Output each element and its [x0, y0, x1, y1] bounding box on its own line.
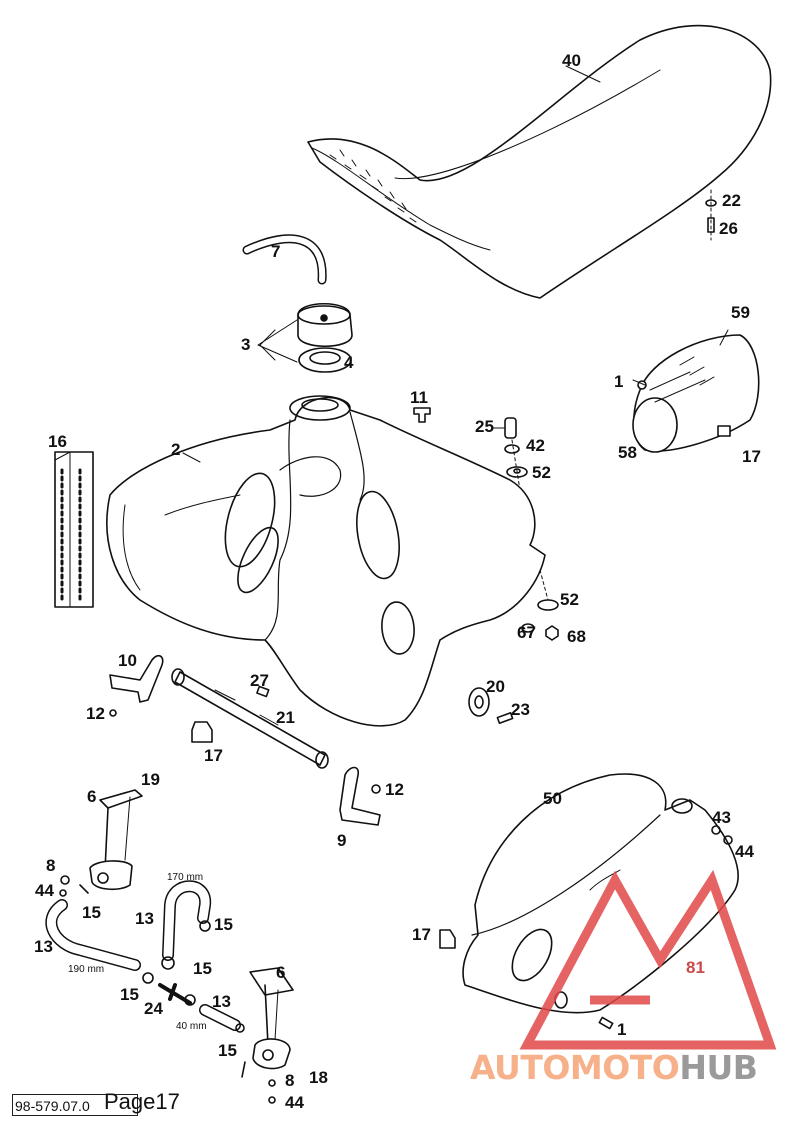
label-part-9: 9 [337, 831, 347, 850]
dimension-40mm: 40 mm [176, 1021, 207, 1032]
label-part-44c: 44 [285, 1093, 304, 1112]
label-part-24: 24 [144, 999, 163, 1018]
label-part-6b: 6 [276, 963, 286, 982]
label-part-52a: 52 [532, 463, 551, 482]
label-part-44a: 44 [735, 842, 754, 861]
label-part-23: 23 [511, 700, 530, 719]
label-part-13a: 13 [135, 909, 154, 928]
label-part-43: 43 [712, 808, 731, 827]
label-part-58: 58 [618, 443, 637, 462]
label-part-67: 67 [517, 623, 536, 642]
label-part-10: 10 [118, 651, 137, 670]
label-part-15c: 15 [193, 959, 212, 978]
label-part-8a: 8 [46, 856, 56, 875]
label-part-81: 81 [686, 958, 705, 977]
label-part-7: 7 [271, 242, 281, 261]
label-part-1b: 1 [617, 1020, 627, 1039]
fuel-tank-part [106, 395, 546, 727]
label-part-26: 26 [719, 219, 738, 238]
dimension-190mm: 190 mm [68, 964, 105, 975]
label-part-18: 18 [309, 1068, 328, 1087]
watermark-text-part1: AUTOMOTO [470, 1048, 680, 1087]
label-part-13b: 13 [34, 937, 53, 956]
label-part-50: 50 [543, 789, 562, 808]
label-part-3: 3 [241, 335, 251, 354]
label-part-13c: 13 [212, 992, 231, 1011]
label-part-44b: 44 [35, 881, 54, 900]
label-part-1a: 1 [614, 372, 624, 391]
label-part-42: 42 [526, 436, 545, 455]
label-part-15d: 15 [120, 985, 139, 1004]
page-label: Page17 [104, 1089, 180, 1114]
label-part-68: 68 [567, 627, 586, 646]
label-part-21: 21 [276, 708, 295, 727]
label-part-15b: 15 [214, 915, 233, 934]
label-part-6a: 6 [87, 787, 97, 806]
label-part-11: 11 [410, 388, 428, 407]
label-part-4: 4 [344, 353, 354, 372]
watermark-text: AUTOMOTOHUB [470, 1048, 758, 1087]
label-part-15a: 15 [82, 903, 101, 922]
label-part-16: 16 [48, 432, 67, 451]
label-part-59: 59 [731, 303, 750, 322]
label-part-19: 19 [141, 770, 160, 789]
watermark-logo [519, 869, 777, 1050]
label-part-17a: 17 [742, 447, 761, 466]
seat-part [307, 24, 772, 299]
dimension-170mm: 170 mm [167, 872, 204, 883]
label-part-20: 20 [486, 677, 505, 696]
label-part-27: 27 [250, 671, 269, 690]
label-part-52b: 52 [560, 590, 579, 609]
label-part-17c: 17 [412, 925, 431, 944]
label-part-12a: 12 [86, 704, 105, 723]
label-part-8b: 8 [285, 1071, 295, 1090]
document-number: 98-579.07.0 [12, 1094, 138, 1116]
label-part-15e: 15 [218, 1041, 237, 1060]
label-part-2: 2 [171, 440, 181, 459]
label-part-22: 22 [722, 191, 741, 210]
label-part-12b: 12 [385, 780, 404, 799]
label-part-25: 25 [475, 417, 494, 436]
label-part-17b: 17 [204, 746, 223, 765]
label-part-40: 40 [562, 51, 581, 70]
watermark-text-part2: HUB [679, 1048, 758, 1087]
